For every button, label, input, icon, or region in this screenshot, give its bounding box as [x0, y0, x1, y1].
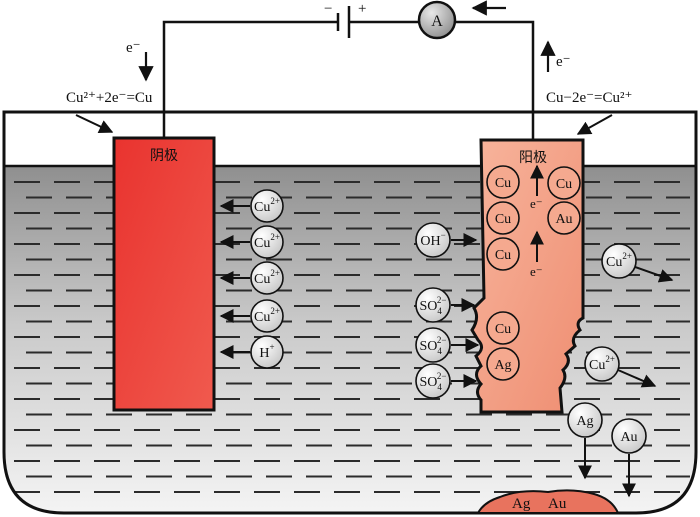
cation-3-label: Cu2+ — [254, 268, 280, 287]
cation-1: Cu2+ — [250, 189, 284, 223]
anion-3-circle — [415, 327, 451, 363]
free-cation-1-label: Cu2+ — [606, 251, 632, 270]
anode-internal-electron-label-lower: e⁻ — [530, 264, 543, 279]
anode-atom-ag-7-circle — [486, 347, 520, 381]
anode-atom-au-5-label: Au — [555, 212, 572, 227]
left-electron-label: e⁻ — [126, 40, 141, 56]
anode-atom-cu-4-circle — [547, 166, 581, 200]
anode-atom-cu-3-label: Cu — [495, 248, 511, 263]
battery-plus-label: + — [358, 1, 366, 17]
anode-atom-cu-4: Cu — [547, 166, 581, 200]
free-cation-arrow-2 — [617, 369, 657, 388]
settling-au-circle — [611, 418, 647, 454]
sludge-label-ag: Ag — [512, 496, 531, 512]
cathode-reaction: Cu²⁺+2e⁻=Cu — [66, 90, 153, 106]
anion-2: SO42− — [415, 287, 451, 323]
cation-5: H+ — [250, 335, 284, 369]
anion-2-circle — [415, 287, 451, 323]
cation-2-label: Cu2+ — [254, 232, 280, 251]
anode-atom-cu-6-label: Cu — [495, 322, 511, 337]
cation-3-circle — [250, 261, 284, 295]
anode-atom-cu-3-circle — [486, 237, 520, 271]
anion-3-label: SO42− — [420, 335, 447, 356]
free-cation-1: Cu2+ — [601, 243, 637, 279]
sludge-pile — [476, 489, 620, 514]
anode-atom-cu-2: Cu — [486, 201, 520, 235]
external-circuit: − + A e⁻ e⁻ — [126, 0, 571, 140]
anode-atom-cu-2-label: Cu — [495, 212, 511, 227]
anode-atom-cu-4-label: Cu — [556, 177, 572, 192]
anode-atom-cu-6: Cu — [486, 311, 520, 345]
sludge-label-au: Au — [548, 496, 567, 512]
anion-4: SO42− — [415, 363, 451, 399]
anion-1-circle — [415, 222, 451, 258]
cation-4-label: Cu2+ — [254, 306, 280, 325]
cation-1-circle — [250, 189, 284, 223]
anode-atom-cu-2-circle — [486, 201, 520, 235]
cation-5-circle — [250, 335, 284, 369]
anode-atom-ag-7: Ag — [486, 347, 520, 381]
cathode-plate — [112, 136, 216, 412]
cathode-label: 阴极 — [150, 148, 178, 164]
settling-ag-label: Ag — [576, 414, 593, 429]
cation-column: Cu2+ Cu2+ Cu2+ Cu2+ H+ — [219, 189, 284, 369]
settling-ag-circle — [567, 402, 603, 438]
anode-atom-cu-1-label: Cu — [495, 176, 511, 191]
anode-reaction-pointer — [576, 114, 613, 135]
anion-2-label: SO42− — [420, 295, 447, 316]
anode-internal-electron-label-upper: e⁻ — [530, 196, 543, 211]
ammeter-label: A — [431, 13, 443, 30]
tank-outline — [2, 110, 698, 515]
free-cation-2-label: Cu2+ — [589, 354, 615, 373]
cation-2: Cu2+ — [250, 225, 284, 259]
settling-au-label: Au — [620, 430, 637, 445]
anode-atom-cu-3: Cu — [486, 237, 520, 271]
settling-au: Au — [611, 418, 647, 454]
anion-1: OH− — [415, 222, 451, 258]
anode-atom-ag-7-label: Ag — [494, 358, 511, 373]
electrolyte — [4, 166, 696, 513]
cation-3: Cu2+ — [250, 261, 284, 295]
settling-ag: Ag — [567, 402, 603, 438]
anode-atom-cu-6-circle — [486, 311, 520, 345]
ammeter — [417, 0, 457, 40]
free-cation-arrow-1 — [634, 266, 674, 283]
anion-4-circle — [415, 363, 451, 399]
cation-1-label: Cu2+ — [254, 196, 280, 215]
anion-3: SO42− — [415, 327, 451, 363]
anion-1-label: OH− — [420, 230, 445, 249]
anode-atom-cu-1-circle — [486, 165, 520, 199]
free-cation-1-circle — [601, 243, 637, 279]
anode-atom-au-5: Au — [547, 201, 581, 235]
anode-sludge: Ag Au — [476, 489, 620, 514]
cation-5-label: H+ — [259, 342, 274, 361]
anion-4-label: SO42− — [420, 371, 447, 392]
anode-label: 阳极 — [519, 150, 547, 166]
left-wire — [162, 20, 337, 138]
free-cations: Cu2+ Cu2+ — [584, 243, 674, 388]
anion-column: OH− SO42− SO42− SO42− — [415, 222, 480, 399]
battery-minus-label: − — [324, 1, 332, 17]
cathode: 阴极 — [112, 136, 216, 412]
cathode-reaction-pointer — [75, 114, 114, 133]
cation-4-circle — [250, 299, 284, 333]
cation-4: Cu2+ — [250, 299, 284, 333]
free-cation-2-circle — [584, 346, 620, 382]
anode-atom-au-5-circle — [547, 201, 581, 235]
cation-2-circle — [250, 225, 284, 259]
anode-reaction: Cu−2e⁻=Cu²⁺ — [546, 90, 632, 106]
anode-atom-cu-1: Cu — [486, 165, 520, 199]
right-electron-label: e⁻ — [556, 54, 571, 70]
free-cation-2: Cu2+ — [584, 346, 620, 382]
right-wire — [456, 20, 535, 140]
